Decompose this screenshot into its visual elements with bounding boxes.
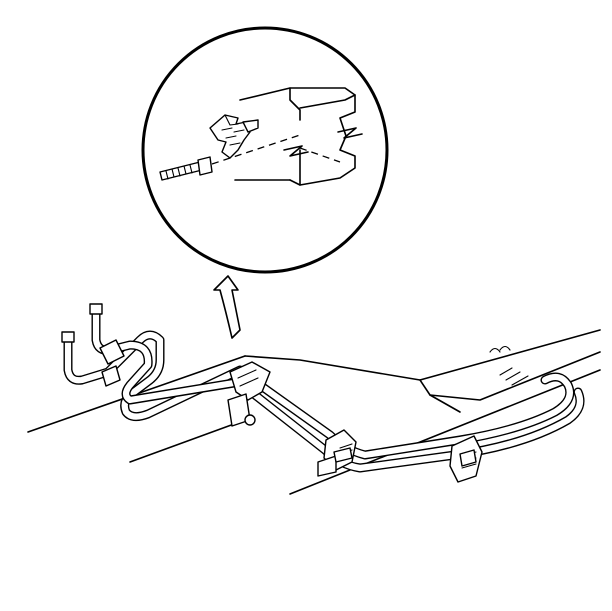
frame-rail-detail [234, 87, 363, 186]
retainer-clip-detail [209, 114, 259, 159]
front-line-bracket [99, 339, 125, 387]
detail-circle [141, 26, 389, 274]
reference-arrow [213, 275, 241, 339]
brake-line-bracket [227, 361, 271, 427]
bolt-detail [159, 156, 213, 181]
alignment-dash-line [211, 134, 341, 165]
fuel-lines [61, 303, 585, 473]
bolt [333, 447, 477, 467]
